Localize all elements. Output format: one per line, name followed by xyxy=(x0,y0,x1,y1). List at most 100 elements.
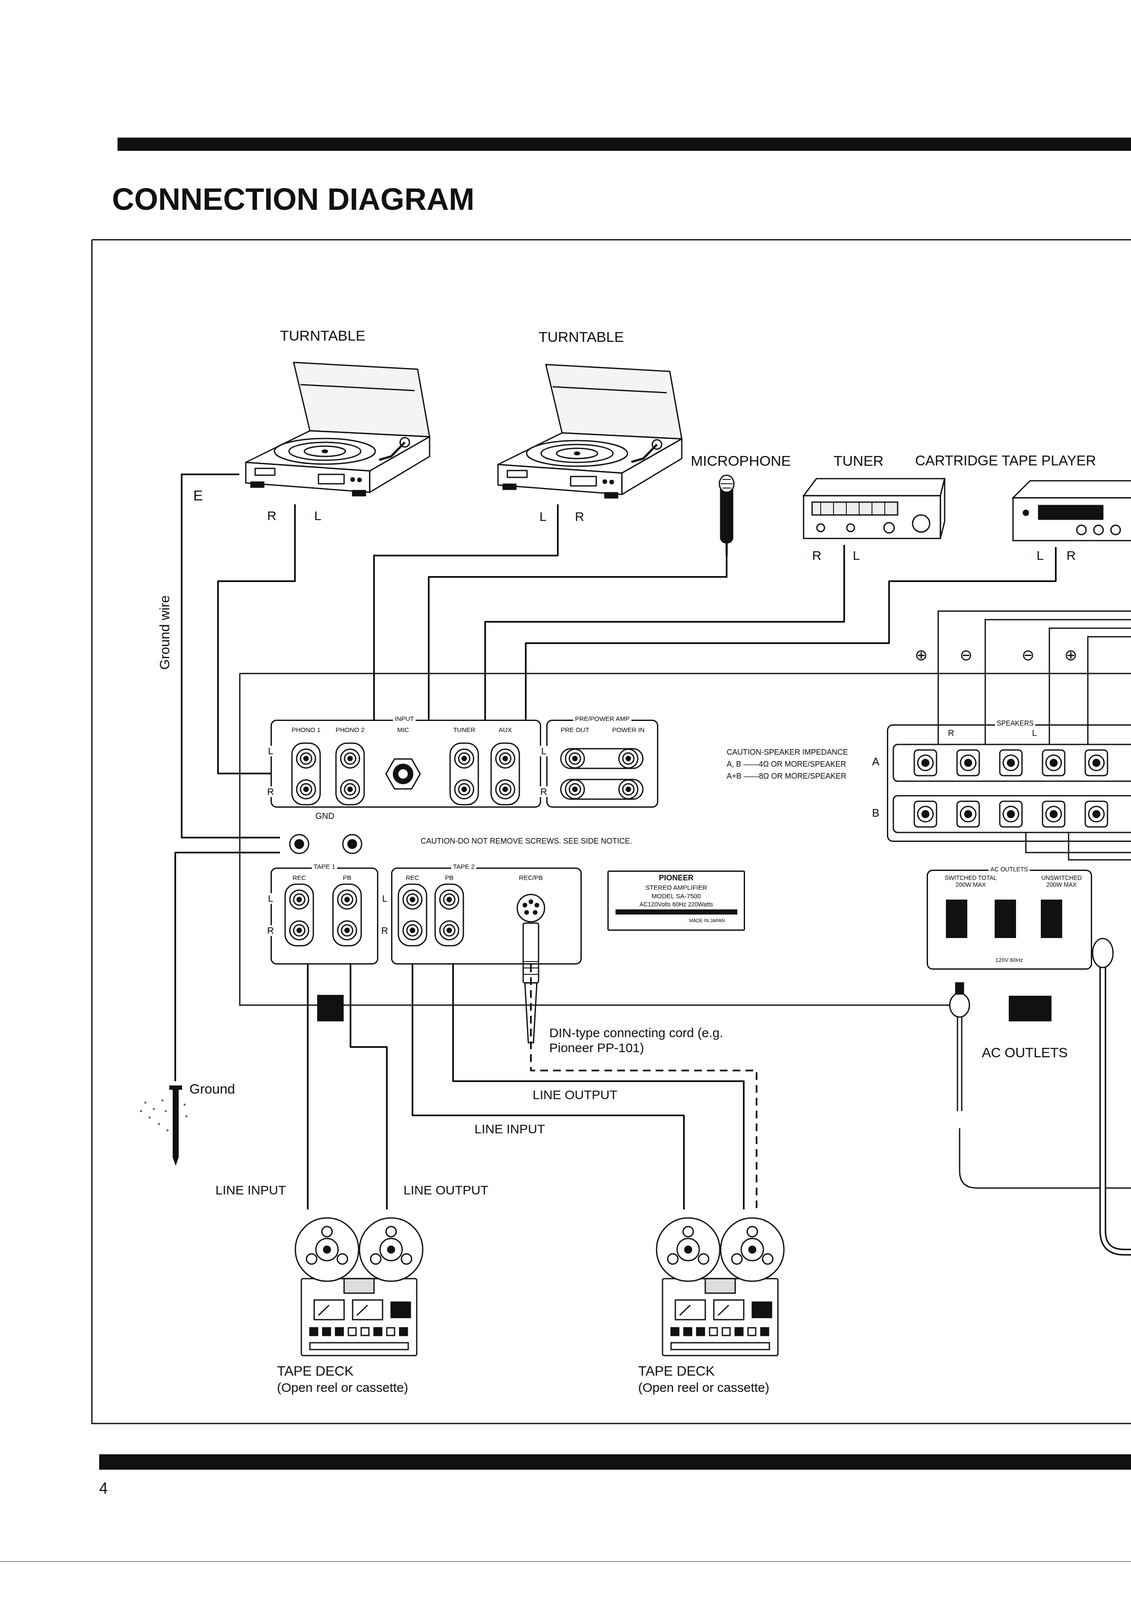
panel-label: INPUT xyxy=(393,715,416,723)
speaker-terminals xyxy=(957,750,980,776)
panel-label: POWER IN xyxy=(612,726,645,734)
pre-power-jumpers xyxy=(565,780,585,799)
device-label: TAPE DECK xyxy=(276,1363,354,1380)
label-text: L xyxy=(1036,548,1044,564)
wire-connector xyxy=(525,547,1056,720)
speaker-terminals xyxy=(1085,750,1108,776)
cartridge-player-drawing xyxy=(1038,505,1103,520)
nameplate-bar xyxy=(615,909,738,915)
ground-terminals xyxy=(294,839,304,849)
panel-box: TAPE 2RECPBREC/PB xyxy=(391,867,582,965)
edge-label: LINE INPUT xyxy=(472,1122,547,1137)
panel-label: REC/PB xyxy=(518,874,543,882)
ground-spike xyxy=(153,1108,156,1111)
wire-connector xyxy=(175,852,280,1082)
label-text: R xyxy=(812,548,822,564)
input-jacks xyxy=(450,743,479,805)
page-rules xyxy=(117,137,1131,151)
ground-terminals xyxy=(342,834,362,854)
label-text: E xyxy=(193,487,204,504)
tape-jacks xyxy=(398,884,427,946)
terminal-box: GND xyxy=(279,811,370,860)
page-rules xyxy=(99,1454,1131,1470)
device-label: TURNTABLE xyxy=(279,327,366,345)
device-box: MICROPHONE xyxy=(688,450,796,556)
page-rules xyxy=(0,137,1131,1562)
ac-outlets-drawing xyxy=(945,899,1063,939)
din-plug xyxy=(517,894,545,922)
power-cords xyxy=(955,983,964,995)
panel-label: PHONO 2 xyxy=(335,726,365,734)
input-jacks xyxy=(392,763,414,785)
page-rules xyxy=(0,1561,1131,1563)
label-text: L xyxy=(539,745,548,757)
label-text: R xyxy=(538,786,549,798)
panel-label: PRE OUT xyxy=(560,726,590,734)
tape-jacks xyxy=(285,884,464,946)
label-text: R xyxy=(265,925,276,937)
edge-label: LINE OUTPUT xyxy=(401,1183,490,1199)
speaker-wires xyxy=(1087,636,1131,745)
speaker-terminals xyxy=(914,750,937,776)
device-box: TURNTABLE xyxy=(239,324,432,505)
power-cords xyxy=(239,673,950,1006)
din-plug xyxy=(523,923,539,984)
cartridge-player-drawing xyxy=(1093,525,1104,535)
panel-label: TUNER xyxy=(453,726,476,734)
din-plug xyxy=(529,900,533,904)
ground-spike xyxy=(148,1116,151,1120)
ac-outlets-drawing xyxy=(994,899,1017,939)
input-jacks xyxy=(291,743,520,805)
tuner-drawing xyxy=(803,495,941,539)
wire-connector xyxy=(453,964,744,1210)
label-text: R xyxy=(265,786,276,798)
ac-outlets-drawing xyxy=(945,899,968,939)
input-jacks xyxy=(335,743,365,805)
device-label: (Open reel or cassette) xyxy=(638,1380,770,1396)
label-text: L xyxy=(380,893,389,905)
microphone-drawing xyxy=(720,479,733,489)
input-jacks xyxy=(385,759,421,790)
pre-power-jumpers xyxy=(618,749,638,769)
tape-jacks xyxy=(285,884,314,946)
title: CONNECTION DIAGRAM xyxy=(111,181,475,218)
device-box: TURNTABLE xyxy=(495,326,684,505)
panel-label: PB xyxy=(444,874,454,882)
tuner-drawing xyxy=(820,502,885,516)
turntables xyxy=(497,364,682,498)
label-text: L xyxy=(539,509,547,525)
din-plug xyxy=(535,903,539,908)
speaker-terminals xyxy=(893,744,1131,833)
edge-label: Ground wire xyxy=(156,593,173,672)
ground-spike xyxy=(172,1089,179,1158)
ground-spike xyxy=(185,1115,188,1118)
nameplate-bar xyxy=(615,909,738,915)
label-text: R xyxy=(379,925,390,937)
label-text: DIN-type connecting cord (e.g. Pioneer P… xyxy=(549,1025,746,1056)
tuner-drawing xyxy=(816,524,825,532)
label-text: ⊖ xyxy=(1021,646,1035,664)
input-jacks xyxy=(398,769,408,779)
ground-box: Ground xyxy=(168,1081,263,1167)
label-text: L xyxy=(314,508,322,524)
cartridge-player-drawing xyxy=(1013,497,1131,541)
nameplate-text: STEREO AMPLIFIER xyxy=(645,883,707,892)
panel-label: SPEAKERS xyxy=(995,719,1036,728)
turntables xyxy=(245,362,682,498)
cartridge-player-drawing xyxy=(1023,510,1029,516)
label-text: R xyxy=(1066,548,1076,564)
speaker-terminals xyxy=(999,750,1023,776)
ground-spike xyxy=(172,1157,179,1167)
panel-label: REC xyxy=(405,874,420,882)
power-cords xyxy=(317,995,344,1022)
wire-connector xyxy=(485,544,845,720)
label-text: B xyxy=(871,807,880,820)
label-text: ⊖ xyxy=(959,646,973,664)
label-text: ⊕ xyxy=(1064,646,1078,664)
panel-label: AC OUTLETS xyxy=(988,865,1030,873)
panel-label: TAPE 2 xyxy=(451,862,477,871)
nameplate-box: PIONEERSTEREO AMPLIFIERMODEL SA-7500AC12… xyxy=(607,870,746,931)
wire-connector xyxy=(428,555,727,720)
panel-label: 120V 60Hz xyxy=(995,957,1023,964)
cartridge-player-drawing xyxy=(1013,480,1131,541)
